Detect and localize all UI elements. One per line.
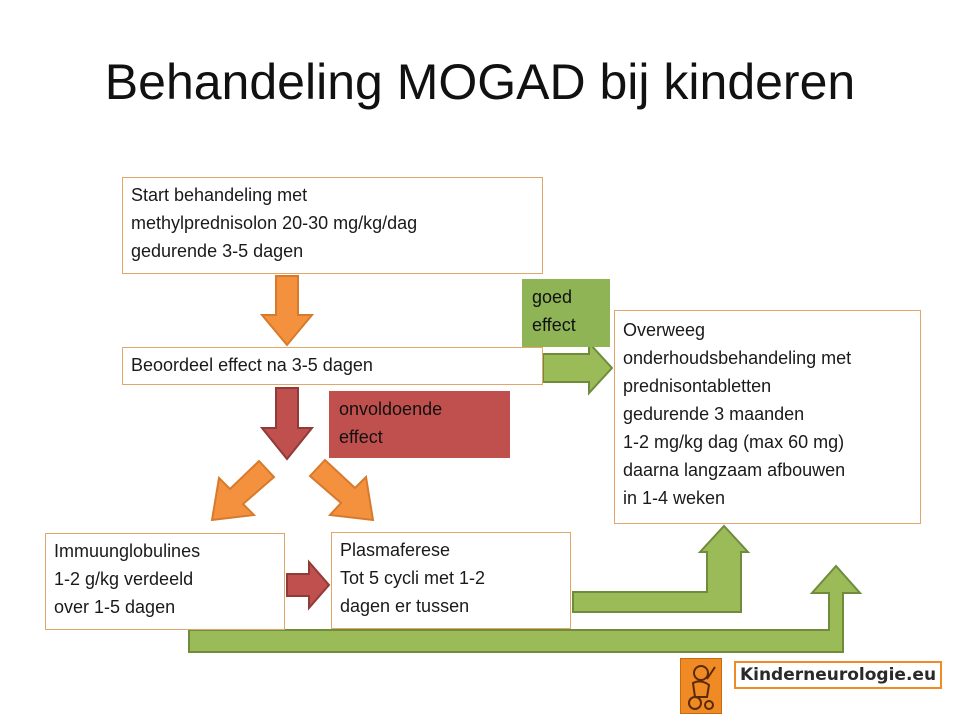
plasmapheresis-box: Plasmaferese Tot 5 cycli met 1-2 dagen e…: [331, 532, 571, 629]
immunoglobulins-line-3: over 1-5 dagen: [54, 597, 176, 617]
start-line-3: gedurende 3-5 dagen: [131, 241, 304, 261]
maintenance-line-5: 1-2 mg/kg dag (max 60 mg): [623, 432, 845, 452]
good-effect-line-1: goed: [532, 287, 573, 307]
start-line-1: Start behandeling met: [131, 185, 308, 205]
good-effect-line-2: effect: [532, 315, 576, 335]
evaluate-line-1: Beoordeel effect na 3-5 dagen: [131, 355, 373, 375]
maintenance-line-2: onderhoudsbehandeling met: [623, 348, 852, 368]
good-effect-label: goed effect: [522, 279, 610, 347]
kinderneurologie-logo-icon: [680, 658, 722, 714]
maintenance-line-4: gedurende 3 maanden: [623, 404, 805, 424]
short-green-return-arrow: [572, 524, 751, 613]
start-to-evaluate-arrow: [259, 275, 315, 347]
insufficient-effect-arrow: [259, 387, 315, 461]
insufficient-effect-line-2: effect: [339, 427, 383, 447]
to-plasmapheresis-arrow: [308, 458, 375, 522]
plasmapheresis-line-2: Tot 5 cycli met 1-2: [340, 568, 486, 588]
start-treatment-box: Start behandeling met methylprednisolon …: [122, 177, 543, 274]
maintenance-line-6: daarna langzaam afbouwen: [623, 460, 846, 480]
start-line-2: methylprednisolon 20-30 mg/kg/dag: [131, 213, 418, 233]
slide-title: Behandeling MOGAD bij kinderen: [104, 54, 856, 110]
immunoglobulins-to-plasmapheresis-arrow: [286, 559, 331, 611]
maintenance-treatment-box: Overweeg onderhoudsbehandeling met predn…: [614, 310, 921, 524]
good-effect-arrow: [542, 340, 614, 396]
immunoglobulins-box: Immuunglobulines 1-2 g/kg verdeeld over …: [45, 533, 285, 630]
maintenance-line-7: in 1-4 weken: [623, 488, 726, 508]
evaluate-effect-box: Beoordeel effect na 3-5 dagen: [122, 347, 543, 385]
plasmapheresis-line-1: Plasmaferese: [340, 540, 451, 560]
insufficient-effect-label: onvoldoende effect: [329, 391, 510, 458]
immunoglobulins-line-2: 1-2 g/kg verdeeld: [54, 569, 194, 589]
maintenance-line-3: prednisontabletten: [623, 376, 772, 396]
insufficient-effect-line-1: onvoldoende: [339, 399, 443, 419]
long-green-return-arrow: [188, 564, 863, 653]
site-name[interactable]: Kinderneurologie.eu: [734, 661, 942, 689]
to-immunoglobulins-arrow: [210, 459, 276, 522]
immunoglobulins-line-1: Immuunglobulines: [54, 541, 201, 561]
maintenance-line-1: Overweeg: [623, 320, 706, 340]
plasmapheresis-line-3: dagen er tussen: [340, 596, 470, 616]
